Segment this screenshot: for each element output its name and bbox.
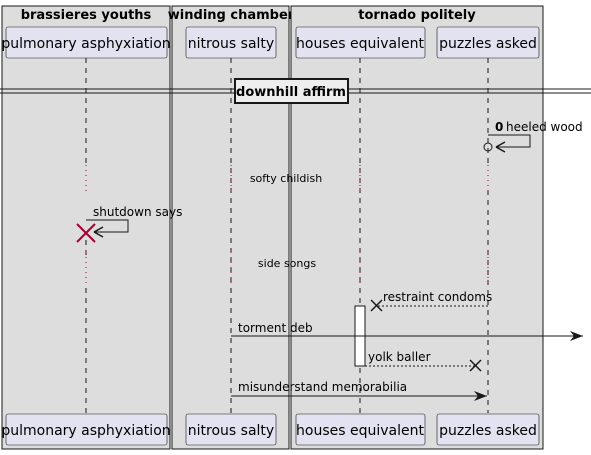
message-label: heeled wood xyxy=(506,120,583,134)
message-label: yolk baller xyxy=(368,350,431,364)
participant-label: houses equivalent xyxy=(296,423,424,439)
participant-pulmonary-asphyxiation-top[interactable]: pulmonary asphyxiation xyxy=(1,26,171,59)
participant-houses-equivalent-top[interactable]: houses equivalent xyxy=(295,26,426,59)
participant-label: nitrous salty xyxy=(188,423,274,439)
participant-puzzles-asked-bottom[interactable]: puzzles asked xyxy=(436,413,540,446)
message-number: 0 xyxy=(495,120,503,134)
destroy-mark xyxy=(76,223,96,243)
participant-houses-equivalent-bottom[interactable]: houses equivalent xyxy=(295,413,426,446)
participant-label: pulmonary asphyxiation xyxy=(1,36,170,52)
participant-label: nitrous salty xyxy=(188,36,274,52)
participant-label: pulmonary asphyxiation xyxy=(1,423,170,439)
message-torment-deb: torment deb xyxy=(231,321,583,341)
participant-puzzles-asked-top[interactable]: puzzles asked xyxy=(436,26,540,59)
participant-nitrous-salty-top[interactable]: nitrous salty xyxy=(185,26,277,59)
participant-label: puzzles asked xyxy=(439,423,537,439)
message-restraint-condoms: restraint condoms xyxy=(370,290,492,312)
box-title: winding chamber xyxy=(168,8,295,23)
box-title: brassieres youths xyxy=(21,8,152,23)
message-label: torment deb xyxy=(238,321,313,335)
message-misunderstand-memorabilia: misunderstand memorabilia xyxy=(231,380,487,401)
delay-label: side songs xyxy=(258,257,316,270)
message-yolk-baller: yolk baller xyxy=(365,350,482,372)
divider: downhill affirm xyxy=(0,78,591,104)
message-label: shutdown says xyxy=(93,205,182,219)
message-label: restraint condoms xyxy=(383,290,492,304)
participant-label: puzzles asked xyxy=(439,36,537,52)
participant-label: houses equivalent xyxy=(296,36,424,52)
message-shutdown-says: shutdown says xyxy=(86,205,182,238)
delay-label: softy childish xyxy=(250,172,322,185)
divider-label: downhill affirm xyxy=(236,85,346,100)
participant-pulmonary-asphyxiation-bottom[interactable]: pulmonary asphyxiation xyxy=(1,413,171,446)
message-heeled-wood: 0 heeled wood xyxy=(483,120,583,153)
message-label: misunderstand memorabilia xyxy=(238,380,407,394)
participant-nitrous-salty-bottom[interactable]: nitrous salty xyxy=(185,413,277,446)
box-title: tornado politely xyxy=(358,8,476,23)
